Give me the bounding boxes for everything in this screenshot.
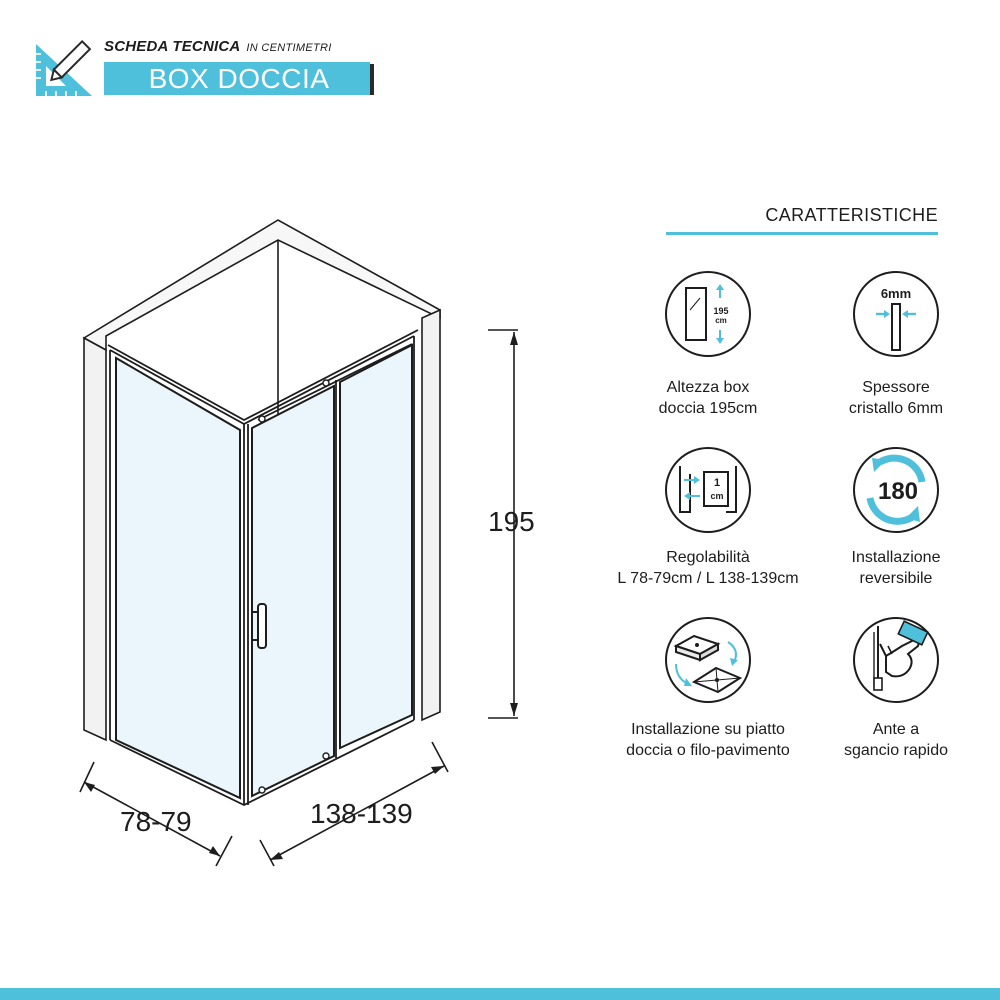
glass-thickness-value: 6mm — [881, 286, 911, 301]
feature-height-line1: Altezza box — [666, 379, 750, 396]
feature-reversible-line2: reversibile — [859, 570, 933, 587]
feature-height-line2: doccia 195cm — [658, 400, 758, 417]
tray-floor-icon — [665, 617, 751, 703]
page-title: BOX DOCCIA — [148, 63, 330, 94]
height-icon: 195 cm — [665, 271, 751, 357]
height-dimension-label: 195 — [488, 506, 535, 537]
ruler-pencil-icon — [36, 40, 92, 96]
width-dimension-line — [259, 741, 449, 867]
depth-dimension-label: 78-79 — [120, 806, 192, 837]
feature-installation-line1: Installazione su piatto — [631, 721, 785, 738]
adjustability-icon: 1 cm — [665, 447, 751, 533]
feature-reversible-line1: Installazione — [851, 549, 941, 566]
sliding-door-glass — [251, 384, 335, 798]
reversible-icon: 180 — [853, 447, 939, 533]
sheet-subtitle: SCHEDA TECNICA IN CENTIMETRI — [104, 38, 332, 55]
feature-adjustability-label: Regolabilità L 78-79cm / L 138-139cm — [578, 547, 838, 589]
feature-adjustability-line1: Regolabilità — [666, 549, 750, 566]
feature-glass-label: Spessore cristallo 6mm — [766, 377, 1000, 419]
feature-glass-line2: cristallo 6mm — [848, 400, 944, 417]
title-band — [104, 62, 370, 95]
features-title: CARATTERISTICHE — [765, 205, 938, 225]
side-panel-glass — [115, 356, 241, 800]
door-handle — [252, 603, 267, 649]
sheet-subtitle-main: SCHEDA TECNICA — [104, 38, 241, 55]
feature-quick-release-label: Ante a sgancio rapido — [766, 719, 1000, 761]
adjustability-icon-value: 1 — [714, 477, 720, 489]
feature-height-label: Altezza box doccia 195cm — [578, 377, 838, 419]
feature-reversible-label: Installazione reversibile — [766, 547, 1000, 589]
feature-installation-line2: doccia o filo-pavimento — [626, 742, 790, 759]
depth-dimension-line — [79, 761, 233, 867]
reversible-icon-value: 180 — [878, 478, 918, 505]
bottom-accent-bar — [0, 988, 1000, 1000]
height-icon-unit: cm — [715, 316, 727, 325]
fixed-panel-glass — [339, 343, 413, 750]
height-icon-value: 195 — [713, 306, 728, 316]
feature-adjustability-line2: L 78-79cm / L 138-139cm — [617, 570, 799, 587]
feature-quick-release-line1: Ante a — [872, 721, 920, 738]
title-band-shadow — [370, 64, 374, 95]
feature-installation-label: Installazione su piatto doccia o filo-pa… — [578, 719, 838, 761]
features-divider — [666, 232, 938, 235]
adjustability-icon-unit: cm — [710, 491, 723, 501]
height-dimension-line — [488, 329, 518, 719]
glass-thickness-icon: 6mm — [853, 271, 939, 357]
feature-quick-release-line2: sgancio rapido — [843, 742, 949, 759]
feature-glass-line1: Spessore — [862, 379, 930, 396]
sheet-subtitle-unit: IN CENTIMETRI — [246, 42, 332, 54]
quick-release-icon — [853, 617, 939, 703]
width-dimension-label: 138-139 — [310, 798, 413, 829]
